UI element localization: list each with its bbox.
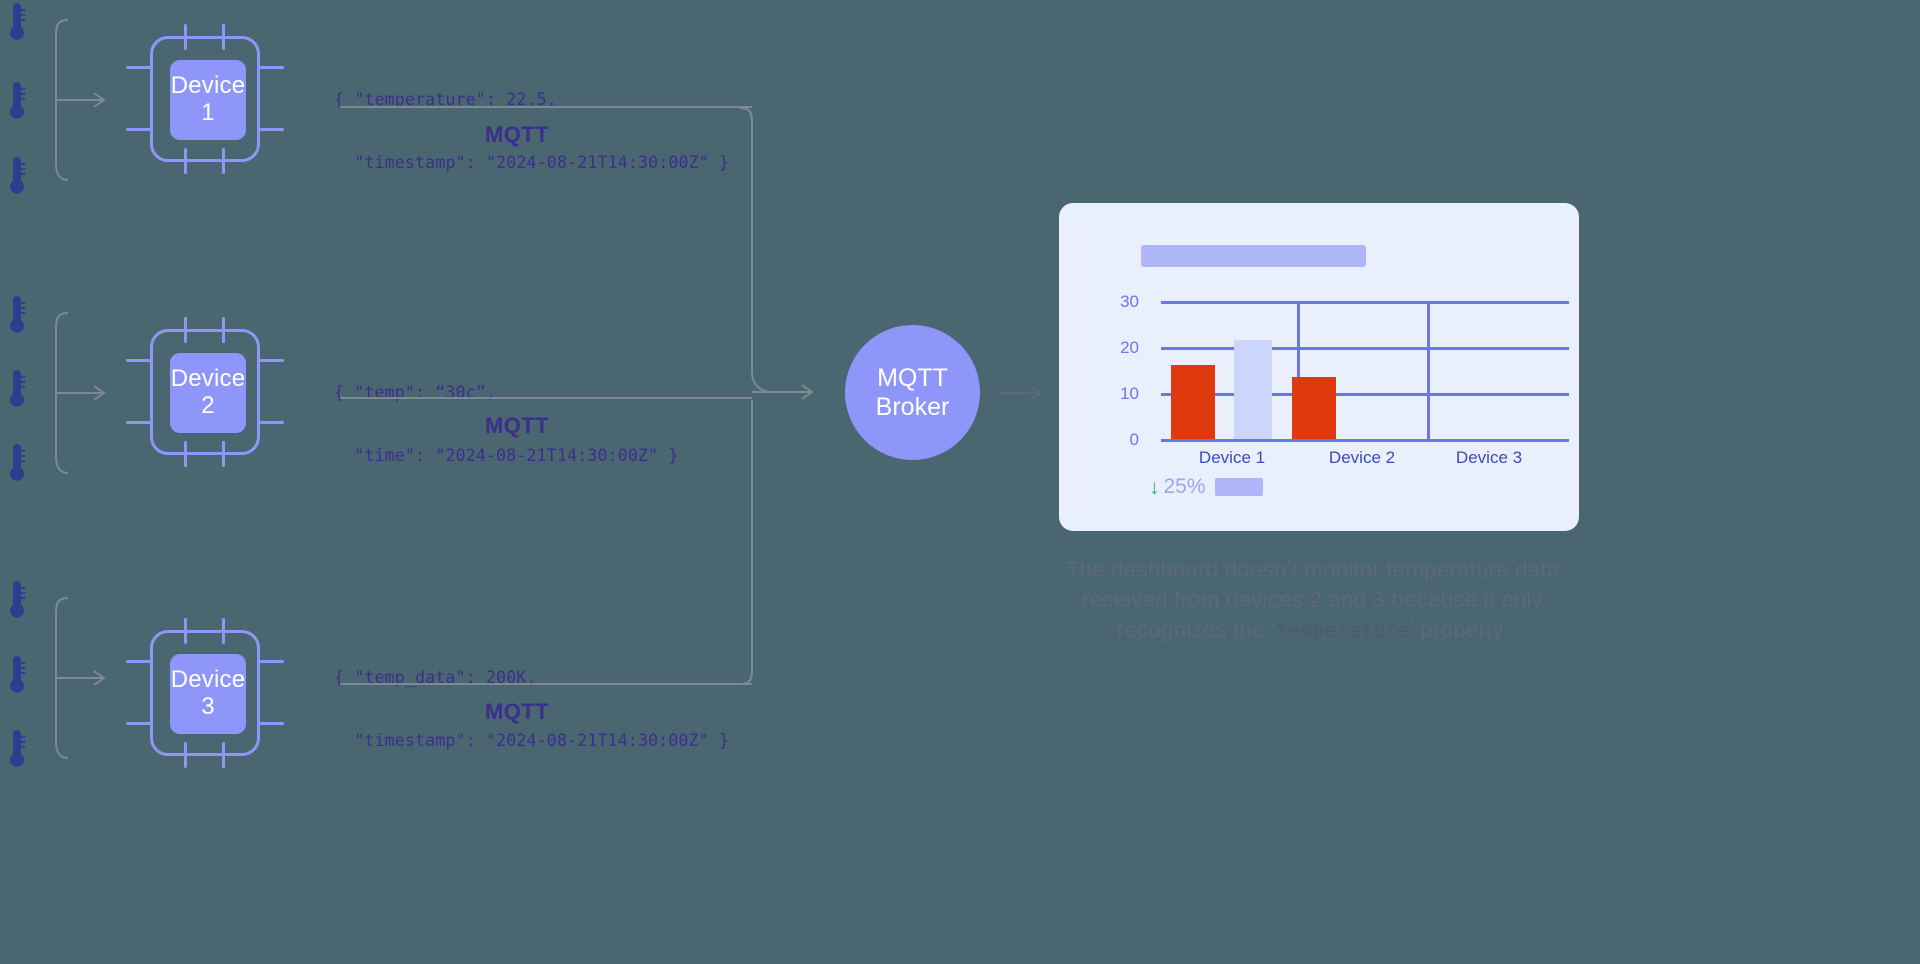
mqtt-pipe-device-2 [340, 397, 752, 399]
thermometer-icon [6, 0, 28, 46]
device-label-line2: 1 [201, 99, 215, 126]
thermometer-icon [6, 79, 28, 125]
diagram-caption: The dashboard doesn’t monitor temperatur… [1045, 555, 1580, 645]
device-chip-body [150, 329, 260, 455]
payload-device-1: { "temperature": 22.5, "timestamp": "202… [334, 47, 729, 215]
device-chip-2[interactable]: Device 2 [126, 317, 284, 467]
bar-chart[interactable]: 30 20 10 0 Device 1 Device 2 Device 3 [1089, 288, 1569, 467]
merge-wire-to-broker [739, 107, 814, 685]
thermometer-icon [6, 727, 28, 773]
sensor-bracket-device-2 [55, 312, 106, 474]
thermometer-icon [6, 441, 28, 487]
thermometer-icon [6, 367, 28, 413]
dashboard-delta-row: ↓ 25% [1149, 475, 1263, 499]
bar-device3-temperature[interactable] [1292, 377, 1336, 439]
payload-line-1: { "temperature": 22.5, [334, 90, 557, 109]
sensor-bracket-device-1 [55, 19, 106, 181]
arrow-down-icon: ↓ [1149, 475, 1160, 499]
device-chip-body [150, 36, 260, 162]
thermometer-icon [6, 653, 28, 699]
caption-code-token: temperature [1276, 618, 1410, 642]
gridline-30 [1161, 301, 1569, 304]
sensor-bracket-device-3 [55, 597, 106, 759]
mqtt-pipe-device-3 [340, 683, 752, 685]
thermometer-icon [6, 293, 28, 339]
dashboard-card[interactable]: 30 20 10 0 Device 1 Device 2 Device 3 ↓ … [1059, 203, 1579, 531]
x-label-device-2: Device 2 [1328, 448, 1396, 467]
mqtt-pipe-device-1 [340, 106, 752, 108]
thermometer-icon [6, 578, 28, 624]
gridline-10 [1161, 393, 1569, 396]
device-chip-core: Device 1 [170, 60, 246, 140]
y-tick-10: 10 [1120, 384, 1139, 403]
y-tick-20: 20 [1120, 338, 1139, 357]
mqtt-label-device-2: MQTT [485, 413, 549, 438]
thermometer-icon [6, 154, 28, 200]
device-chip-3[interactable]: Device 3 [126, 618, 284, 768]
gridline-20 [1161, 347, 1569, 350]
payload-line-1: { "temp_data": 200K, [334, 668, 537, 687]
device-label-line2: 2 [201, 392, 215, 419]
device-label-line2: 3 [201, 693, 215, 720]
x-label-device-3: Device 3 [1455, 448, 1523, 467]
caption-part-2: ’ property. [1409, 617, 1509, 642]
payload-line-2: "timestamp": "2024-08-21T14:30:00Z" } [334, 731, 730, 750]
broker-label-line1: MQTT [877, 363, 948, 392]
broker-label-line2: Broker [875, 392, 950, 421]
bar-device1-temperature[interactable] [1171, 365, 1215, 439]
dashboard-title-placeholder [1141, 245, 1366, 267]
payload-line-2: "time": "2024-08-21T14:30:00Z" } [334, 446, 679, 465]
category-divider-1 [1297, 301, 1300, 441]
delta-placeholder-bar [1214, 478, 1263, 496]
device-label-line1: Device [170, 72, 246, 100]
broker-to-dashboard-arrow [1000, 385, 1042, 401]
category-divider-2 [1427, 301, 1430, 441]
payload-line-1: { "temp": “30c”, [334, 383, 497, 402]
device-label-line1: Device [170, 365, 246, 393]
payload-device-3: { "temp_data": 200K, "timestamp": "2024-… [334, 625, 729, 793]
device-chip-core: Device 3 [170, 654, 246, 734]
bar-device2-unrecognized[interactable] [1234, 340, 1272, 439]
mqtt-label-device-3: MQTT [485, 699, 549, 724]
y-tick-30: 30 [1120, 292, 1139, 311]
x-label-device-1: Device 1 [1198, 448, 1266, 467]
device-label-line1: Device [170, 666, 246, 694]
delta-percent: 25% [1163, 475, 1206, 498]
mqtt-label-device-1: MQTT [485, 122, 549, 147]
device-chip-core: Device 2 [170, 353, 246, 433]
device-chip-1[interactable]: Device 1 [126, 24, 284, 174]
axis-baseline [1161, 439, 1569, 442]
device-chip-body [150, 630, 260, 756]
mqtt-broker-node[interactable]: MQTT Broker [845, 325, 980, 460]
payload-line-2: "timestamp": "2024-08-21T14:30:00Z" } [334, 153, 730, 172]
caption-part-1: The dashboard doesn’t monitor temperatur… [1065, 557, 1560, 642]
y-tick-0: 0 [1129, 430, 1139, 449]
